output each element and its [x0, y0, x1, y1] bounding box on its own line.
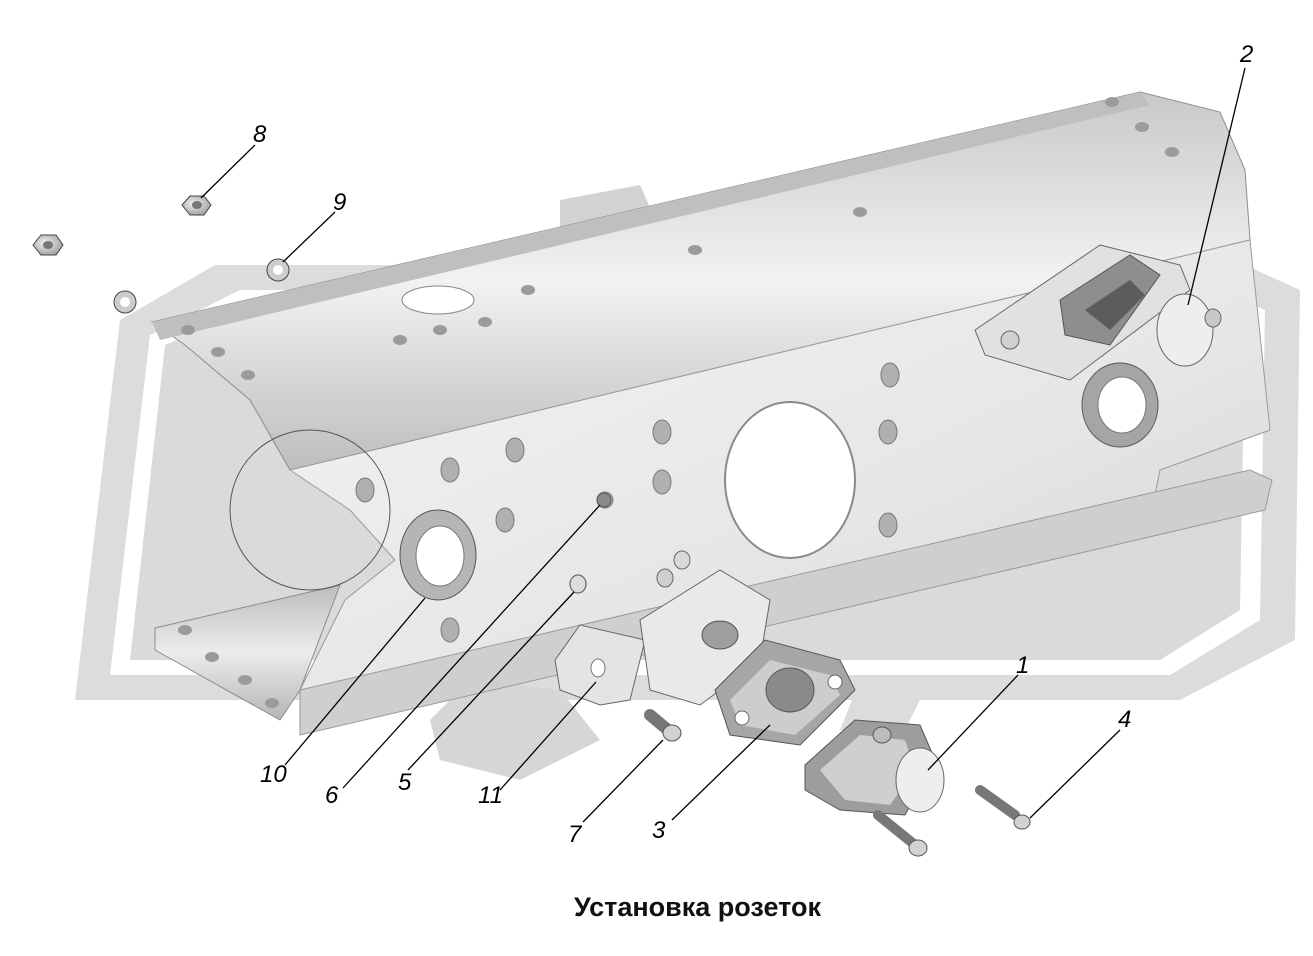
leader-7: [582, 739, 664, 823]
callout-6: 6: [325, 782, 339, 809]
callout-11: 11: [478, 782, 503, 809]
socket-mounting-bolt: [873, 810, 928, 857]
bracket-top-large-hole: [401, 285, 475, 315]
callout-5: 5: [398, 769, 412, 796]
part-1-socket: [804, 719, 945, 816]
watermark-gear-lower: [430, 680, 600, 780]
diagram-caption: Установка розеток: [573, 892, 821, 922]
leader-6: [342, 504, 601, 789]
leader-4: [1029, 729, 1121, 819]
part-2-socket-installed: [974, 244, 1222, 448]
leader-lines: [200, 67, 1246, 823]
callout-2: 2: [1239, 41, 1253, 68]
leader-5: [407, 591, 575, 771]
leader-3: [671, 724, 771, 821]
leader-9: [282, 211, 336, 263]
callout-8: 8: [253, 121, 267, 148]
part-4-bolt: [975, 785, 1031, 830]
bracket-web-large-hole: [724, 401, 856, 559]
part-6-washer: [596, 492, 612, 508]
callout-labels: 1 2 3 4 5 6 7 8 9 10 11: [253, 41, 1253, 848]
callout-4: 4: [1118, 706, 1131, 733]
part-5-washer: [569, 574, 587, 594]
leader-11: [499, 681, 597, 791]
callout-7: 7: [568, 821, 583, 848]
callout-9: 9: [333, 189, 346, 216]
bracket-top-flange-edge: [152, 92, 1150, 340]
bracket-bottom-holes: [178, 625, 279, 708]
part-10-grommet: [399, 509, 477, 601]
bracket-top-holes: [181, 97, 1179, 380]
part-8-nuts: [32, 195, 212, 256]
bracket-web-cutout-left: [229, 429, 391, 591]
part-9-washers: [113, 258, 290, 314]
part-3-gasket: [714, 639, 856, 746]
leader-1: [927, 674, 1019, 771]
part-7-bolt: [644, 709, 682, 742]
callout-1: 1: [1016, 652, 1029, 679]
leader-10: [284, 597, 426, 766]
bracket-bottom-flange: [154, 584, 341, 721]
callout-10: 10: [260, 761, 287, 788]
leader-8: [200, 144, 256, 199]
leader-2: [1187, 67, 1246, 306]
bracket-bottom-flange-right: [299, 469, 1273, 736]
callout-3: 3: [652, 817, 666, 844]
